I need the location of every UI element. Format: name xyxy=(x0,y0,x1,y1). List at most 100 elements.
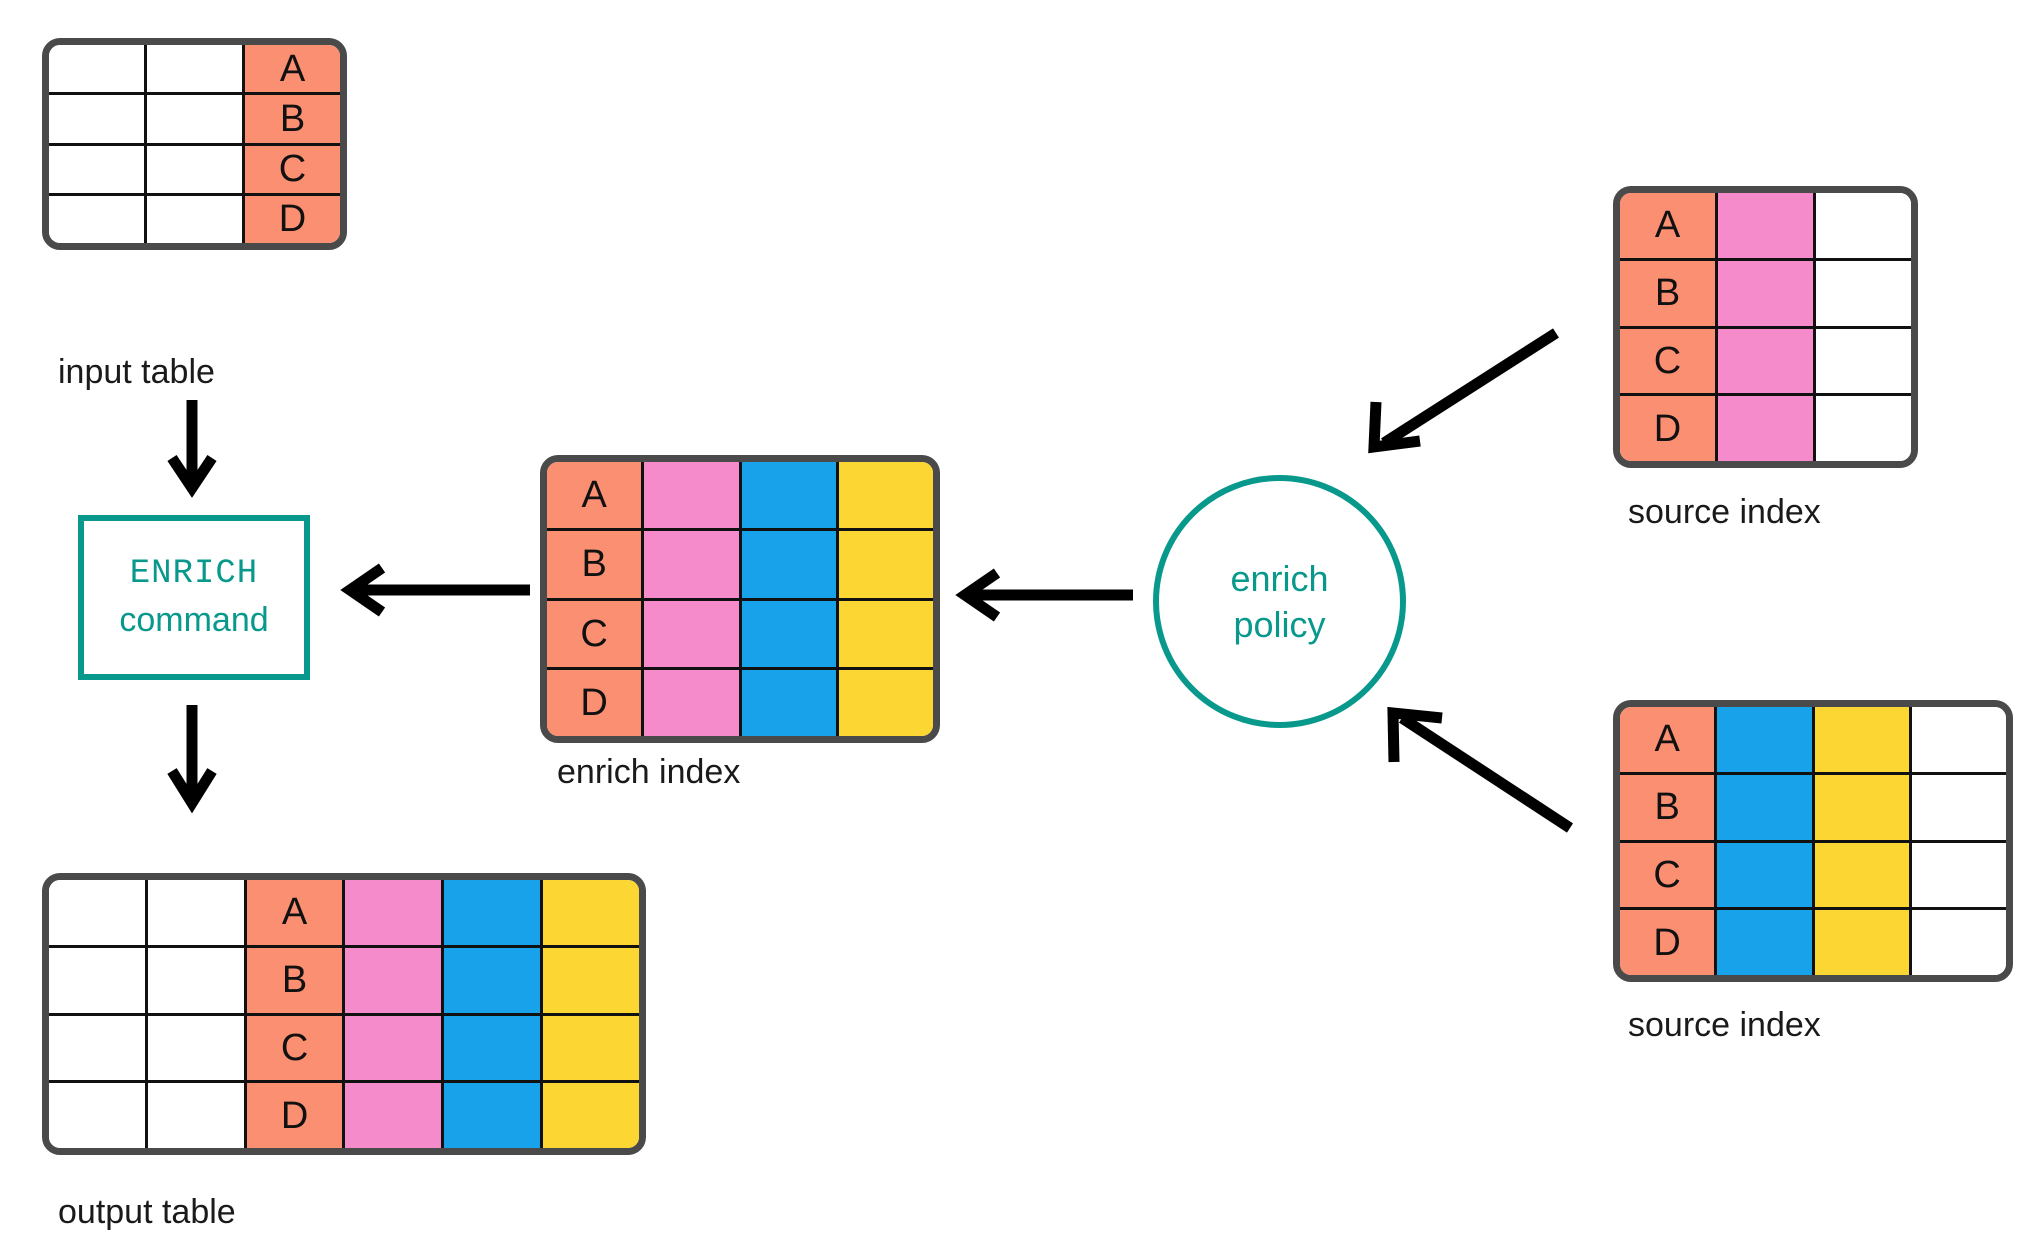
cell-pink xyxy=(641,669,739,736)
cell-pink xyxy=(342,947,442,1013)
cell-empty xyxy=(144,947,244,1013)
input-table: A B C D xyxy=(42,38,347,250)
cell-blue xyxy=(738,669,836,736)
cell-yellow xyxy=(1811,707,1909,772)
cell-empty xyxy=(49,95,144,143)
source-index-bottom-table: A B C D xyxy=(1613,700,2013,982)
source-index-top-table: A B C D xyxy=(1613,186,1918,468)
enrich-command-box[interactable]: ENRICH command xyxy=(78,515,310,680)
arrow-source-index-top-to-policy xyxy=(1368,328,1559,454)
cell-pink xyxy=(342,1083,442,1148)
cell-empty xyxy=(49,45,144,93)
cell-empty xyxy=(144,880,244,945)
cell-empty xyxy=(144,95,242,143)
enrich-index-caption: enrich index xyxy=(557,753,741,791)
table-row: C xyxy=(547,597,933,667)
cell-key: D xyxy=(547,669,642,736)
table-row: B xyxy=(49,944,639,1013)
table-row: D xyxy=(49,192,340,243)
table-row: C xyxy=(1620,325,1911,394)
cell-yellow xyxy=(835,462,933,529)
cell-key: B xyxy=(242,95,340,143)
cell-pink xyxy=(641,462,739,529)
cell-key: A xyxy=(242,45,340,93)
cell-empty xyxy=(49,1015,145,1081)
cell-yellow xyxy=(540,947,639,1013)
cell-key: D xyxy=(243,1083,343,1148)
cell-pink xyxy=(641,531,739,598)
table-row: A xyxy=(49,880,639,945)
cell-pink xyxy=(1715,396,1813,461)
cell-pink xyxy=(342,880,442,945)
cell-key: C xyxy=(1620,842,1715,908)
cell-yellow xyxy=(1811,842,1909,908)
cell-key: B xyxy=(1620,774,1715,840)
table-row: B xyxy=(547,528,933,598)
enrich-policy-line2: policy xyxy=(1233,603,1326,645)
enrich-index-table: A B C D xyxy=(540,455,940,743)
table-row: D xyxy=(1620,907,2006,975)
source-index-bottom-caption: source index xyxy=(1628,1006,1821,1044)
cell-key: C xyxy=(243,1015,343,1081)
cell-pink xyxy=(641,600,739,667)
arrow-command-to-output xyxy=(167,705,217,814)
cell-empty xyxy=(49,880,145,945)
cell-key: B xyxy=(243,947,343,1013)
cell-empty xyxy=(1813,260,1911,326)
table-row: B xyxy=(1620,257,1911,326)
cell-empty xyxy=(1908,842,2006,908)
cell-key: C xyxy=(242,145,340,193)
arrow-policy-to-enrich-index xyxy=(955,568,1133,622)
output-table: A B C D xyxy=(42,873,646,1155)
cell-empty xyxy=(144,45,242,93)
table-row: C xyxy=(49,1012,639,1081)
cell-empty xyxy=(49,195,144,243)
cell-key: C xyxy=(547,600,642,667)
input-table-caption: input table xyxy=(58,353,215,391)
cell-yellow xyxy=(1811,774,1909,840)
cell-blue xyxy=(1714,910,1812,975)
cell-key: B xyxy=(1620,260,1715,326)
cell-yellow xyxy=(835,531,933,598)
cell-pink xyxy=(1715,328,1813,394)
cell-key: D xyxy=(1620,910,1715,975)
table-row: A xyxy=(547,462,933,529)
cell-yellow xyxy=(835,669,933,736)
table-row: D xyxy=(547,666,933,736)
cell-key: A xyxy=(1620,707,1715,772)
cell-yellow xyxy=(540,1015,639,1081)
cell-blue xyxy=(441,947,541,1013)
cell-blue xyxy=(441,1015,541,1081)
table-row: D xyxy=(49,1080,639,1148)
cell-blue xyxy=(738,600,836,667)
cell-key: C xyxy=(1620,328,1715,394)
table-row: B xyxy=(1620,771,2006,840)
source-index-top-caption: source index xyxy=(1628,493,1821,531)
enrich-policy-circle[interactable]: enrich policy xyxy=(1153,475,1406,728)
cell-empty xyxy=(49,145,144,193)
output-table-caption: output table xyxy=(58,1193,236,1231)
table-row: A xyxy=(1620,707,2006,772)
cell-empty xyxy=(49,947,145,1013)
cell-pink xyxy=(1715,193,1813,258)
arrow-input-to-command xyxy=(167,400,217,498)
cell-empty xyxy=(1908,707,2006,772)
cell-empty xyxy=(1908,910,2006,975)
cell-blue xyxy=(738,531,836,598)
cell-empty xyxy=(1813,396,1911,461)
cell-empty xyxy=(1813,193,1911,258)
table-row: B xyxy=(49,92,340,143)
cell-empty xyxy=(144,1015,244,1081)
table-row: C xyxy=(1620,839,2006,908)
cell-key: A xyxy=(243,880,343,945)
table-row: D xyxy=(1620,393,1911,461)
cell-empty xyxy=(1813,328,1911,394)
cell-blue xyxy=(441,880,541,945)
cell-empty xyxy=(144,1083,244,1148)
cell-blue xyxy=(441,1083,541,1148)
cell-empty xyxy=(49,1083,145,1148)
cell-yellow xyxy=(835,600,933,667)
cell-yellow xyxy=(540,1083,639,1148)
cell-key: B xyxy=(547,531,642,598)
